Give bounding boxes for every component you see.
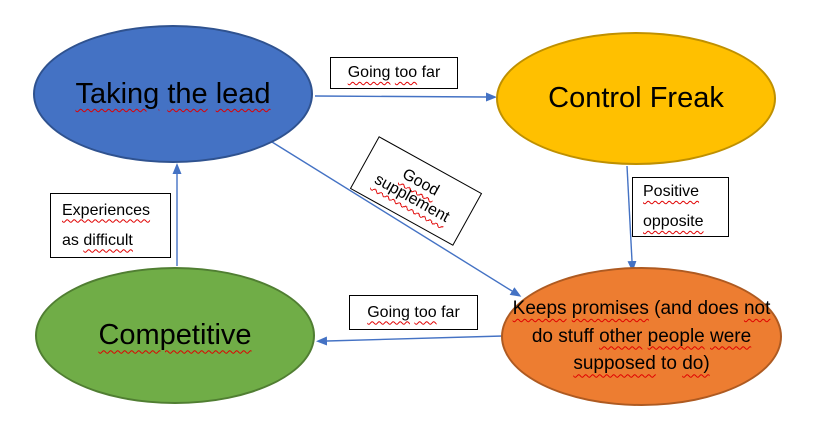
word: too bbox=[394, 64, 418, 81]
word: far bbox=[441, 303, 460, 321]
word: do) bbox=[682, 353, 710, 375]
arrow-taking-lead-to-keeps-promises[interactable] bbox=[271, 141, 522, 297]
node-keeps-promises-label: Keeps promises (and does not do stuff oth… bbox=[513, 295, 771, 378]
edge-label-experiences-as-difficult[interactable]: Experiences as difficult bbox=[50, 193, 171, 258]
word: not bbox=[743, 298, 771, 320]
word: other bbox=[599, 325, 643, 347]
word: Competitive bbox=[98, 319, 252, 352]
arrow-taking-lead-to-control-freak[interactable] bbox=[314, 92, 497, 102]
node-control-freak-label: Control Freak bbox=[548, 80, 724, 116]
word: stuff bbox=[558, 325, 594, 347]
word: lead bbox=[215, 77, 271, 110]
word: the bbox=[167, 77, 208, 110]
word: were bbox=[710, 325, 752, 347]
word: promises bbox=[571, 298, 649, 320]
word: opposite bbox=[643, 213, 704, 230]
word: Positive bbox=[643, 183, 700, 200]
arrow-keeps-promises-to-competitive[interactable] bbox=[316, 335, 504, 346]
arrow-control-freak-to-keeps-promises[interactable] bbox=[626, 165, 637, 272]
edge-label-going-too-far-top[interactable]: Going too far bbox=[330, 57, 458, 89]
node-taking-the-lead-label: Taking the lead bbox=[75, 76, 270, 112]
node-competitive-label: Competitive bbox=[98, 317, 251, 353]
word: do bbox=[531, 325, 553, 347]
edge-label-going-too-far-bottom[interactable]: Going too far bbox=[349, 295, 478, 330]
node-keeps-promises[interactable]: Keeps promises (and does not do stuff oth… bbox=[501, 267, 782, 406]
word: supposed bbox=[573, 353, 656, 375]
word: difficult bbox=[83, 231, 133, 249]
word: (and bbox=[654, 298, 693, 320]
node-control-freak[interactable]: Control Freak bbox=[496, 32, 776, 165]
word: to bbox=[661, 353, 677, 375]
word: does bbox=[697, 298, 739, 320]
word: people bbox=[647, 325, 705, 347]
word: as bbox=[62, 231, 79, 249]
word: Experiences bbox=[62, 201, 151, 219]
word: too bbox=[414, 303, 437, 321]
edge-label-positive-opposite[interactable]: Positive opposite bbox=[632, 177, 729, 237]
word: Going bbox=[347, 64, 391, 81]
node-competitive[interactable]: Competitive bbox=[35, 267, 315, 404]
word: Keeps bbox=[512, 298, 567, 320]
word: far bbox=[421, 64, 441, 81]
word: Going bbox=[367, 303, 410, 321]
word: Freak bbox=[649, 82, 724, 115]
word: Taking bbox=[75, 77, 160, 110]
word: Control bbox=[548, 82, 642, 115]
node-taking-the-lead[interactable]: Taking the lead bbox=[33, 25, 313, 163]
